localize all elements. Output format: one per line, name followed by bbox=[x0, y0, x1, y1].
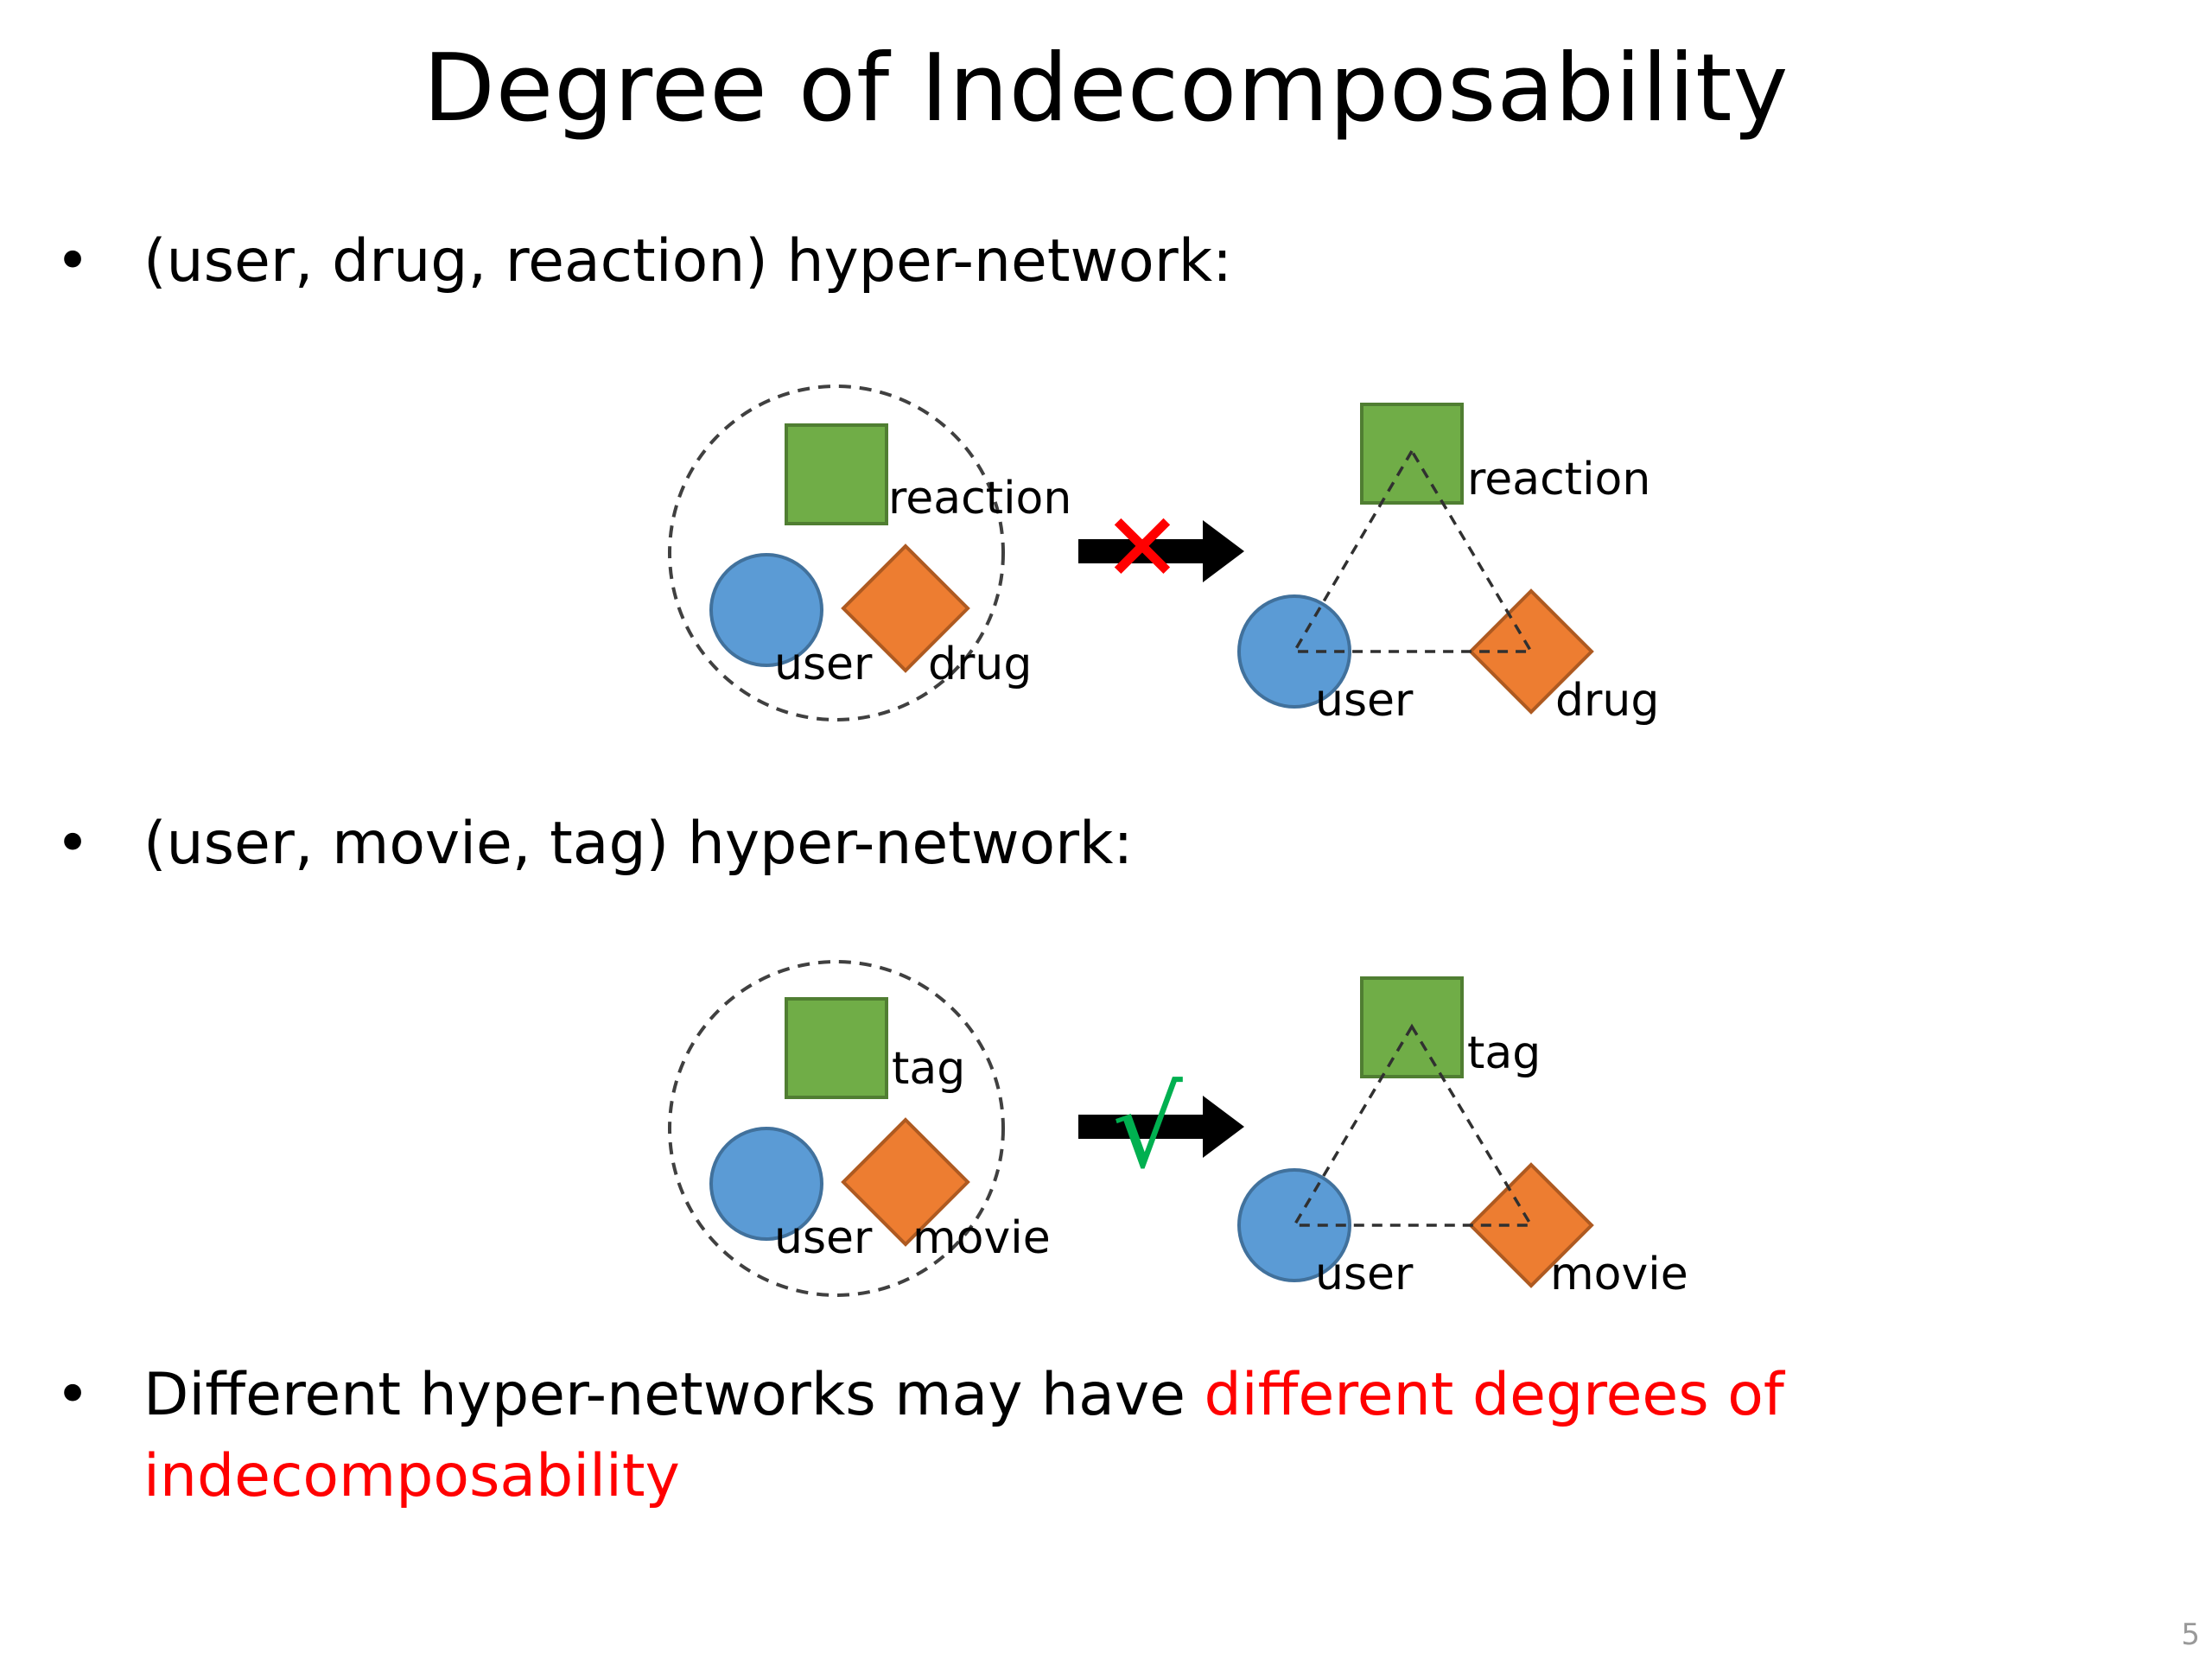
user-circle bbox=[709, 1127, 823, 1241]
dashed-hyperedge-circle bbox=[668, 385, 1005, 721]
square-label: reaction bbox=[888, 473, 1071, 524]
circle-label: user bbox=[774, 639, 873, 690]
arrow-head bbox=[1203, 520, 1244, 582]
movie-diamond bbox=[841, 1117, 970, 1247]
pairwise-graph-right-1: reaction user drug bbox=[1237, 403, 1659, 727]
diagram-2: tag user movie √ tag user movie bbox=[668, 960, 1688, 1300]
cross-mark-icon: ✕ bbox=[1103, 493, 1182, 603]
bullet-text-plain: Different hyper-networks may have bbox=[143, 1361, 1205, 1429]
square-label: tag bbox=[892, 1043, 965, 1095]
arrow-shaft bbox=[1078, 539, 1208, 563]
circle-label: user bbox=[1315, 1249, 1414, 1300]
slide-title: Degree of Indecomposability bbox=[423, 35, 1789, 143]
tag-square bbox=[785, 997, 888, 1099]
bullet-text-highlight-line2: indecomposability bbox=[143, 1442, 680, 1510]
diagram-1: reaction user drug ✕ reaction user drug bbox=[668, 385, 1659, 727]
circle-label: user bbox=[1315, 675, 1414, 727]
bullet-marker: • bbox=[55, 1361, 91, 1429]
square-label: reaction bbox=[1467, 454, 1650, 505]
bullet-text-highlight: different degrees of bbox=[1204, 1361, 1784, 1429]
movie-diamond bbox=[1468, 1162, 1594, 1288]
transform-arrow-2: √ bbox=[1078, 1065, 1244, 1193]
diamond-label: movie bbox=[1550, 1249, 1688, 1300]
user-circle bbox=[1237, 1168, 1351, 1282]
pairwise-graph-right-2: tag user movie bbox=[1237, 976, 1688, 1300]
bullet-marker: • bbox=[55, 227, 91, 296]
bullet-text: (user, drug, reaction) hyper-network: bbox=[143, 227, 1232, 296]
user-circle bbox=[1237, 594, 1351, 709]
transform-arrow-1: ✕ bbox=[1078, 493, 1244, 603]
arrow-head bbox=[1203, 1096, 1244, 1158]
hyperedge-group-left-2: tag user movie bbox=[668, 960, 1051, 1297]
bullet-marker: • bbox=[55, 810, 91, 878]
bullet-text: (user, movie, tag) hyper-network: bbox=[143, 810, 1134, 878]
hyperedge-group-left-1: reaction user drug bbox=[668, 385, 1071, 721]
dashed-pairwise-edges bbox=[1291, 1023, 1535, 1227]
drug-diamond bbox=[1468, 588, 1594, 715]
arrow-shaft bbox=[1078, 1115, 1208, 1139]
reaction-square bbox=[785, 423, 888, 525]
diamond-label: movie bbox=[912, 1212, 1051, 1264]
circle-label: user bbox=[774, 1212, 873, 1264]
bullet-text: Different hyper-networks may have differ… bbox=[143, 1355, 1784, 1517]
dashed-hyperedge-circle bbox=[668, 960, 1005, 1297]
slide-number: 5 bbox=[2181, 1618, 2200, 1652]
diamond-label: drug bbox=[928, 639, 1032, 690]
check-mark-icon: √ bbox=[1112, 1065, 1183, 1193]
square-label: tag bbox=[1467, 1027, 1541, 1079]
diamond-label: drug bbox=[1555, 675, 1659, 727]
dashed-pairwise-edges bbox=[1291, 448, 1535, 653]
user-circle bbox=[709, 553, 823, 667]
drug-diamond bbox=[841, 543, 970, 673]
